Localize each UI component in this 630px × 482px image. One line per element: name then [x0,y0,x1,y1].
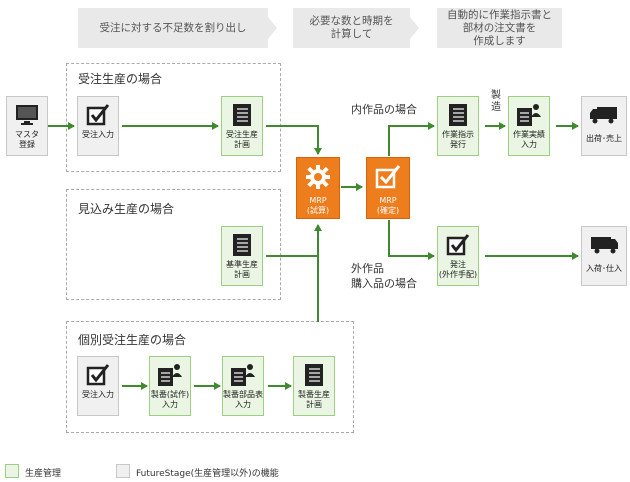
monitor-icon [15,102,39,128]
legend-gray-label: FutureStage(生産管理以外)の機能 [136,469,279,479]
serial-production-plan-label: 製番生産 計画 [298,390,330,409]
receiving-purchase-label: 入荷･仕入 [586,264,622,273]
master-registration-box[interactable]: マスタ 登録 [6,96,48,156]
document-icon [447,102,469,128]
internal-product-note: 内作品の場合 [351,103,417,116]
step-1-text: 受注に対する不足数を割り出し [99,21,247,34]
serial-parts-list-label: 製番部品表 入力 [223,390,263,409]
group-individual-title: 個別受注生産の場合 [78,333,187,347]
serial-trial-input-box[interactable]: 製番(試作) 入力 [149,356,191,416]
truck-icon [589,102,619,128]
group-forecast-title: 見込み生産の場合 [78,202,175,216]
order-input-label-2: 受注入力 [82,390,114,399]
step-3-text: 自動的に作業指示書と 部材の注文書を 作成します [447,8,552,47]
document-icon [303,362,325,388]
standard-production-plan-box[interactable]: 基準生産 計画 [221,226,263,286]
group-order [66,63,281,172]
checkbox-icon [446,232,470,258]
legend-gray-swatch [116,464,130,478]
step-1: 受注に対する不足数を割り出し [78,8,268,48]
legend-green-swatch [5,464,19,478]
order-input-label-1: 受注入力 [82,130,114,139]
mrp-fixed-label: MRP (確定) [376,196,400,215]
external-product-note: 外作品 購入品の場合 [351,262,417,290]
legend-green-label: 生産管理 [25,469,62,479]
checkbox-icon [86,102,110,128]
mrp-fixed-box[interactable]: MRP (確定) [366,157,410,219]
purchase-order-label: 発注 (外作手配) [438,260,478,279]
order-production-plan-label: 受注生産 計画 [226,130,258,149]
group-forecast [66,189,281,300]
master-registration-label: マスタ 登録 [15,130,39,149]
work-instruction-box[interactable]: 作業指示 発行 [437,96,479,156]
serial-production-plan-box[interactable]: 製番生産 計画 [293,356,335,416]
group-order-title: 受注生産の場合 [78,72,163,86]
work-instruction-label: 作業指示 発行 [442,130,474,149]
order-input-box-1[interactable]: 受注入力 [77,96,119,156]
document-person-icon [516,102,542,128]
work-result-box[interactable]: 作業実績 入力 [508,96,550,156]
group-individual [66,321,354,433]
step-arrow-icon [268,17,277,39]
standard-production-plan-label: 基準生産 計画 [226,260,258,279]
step-3: 自動的に作業指示書と 部材の注文書を 作成します [437,8,562,48]
serial-parts-list-box[interactable]: 製番部品表 入力 [222,356,264,416]
document-person-icon [157,362,183,388]
step-2-text: 必要な数と時期を 計算して [309,15,394,40]
receiving-purchase-box[interactable]: 入荷･仕入 [581,226,627,286]
document-icon [231,232,253,258]
document-icon [231,102,253,128]
manufacture-note: 製 造 [491,90,501,113]
document-person-icon [230,362,256,388]
gear-icon [305,164,331,194]
shipping-sales-label: 出荷･売上 [586,134,622,143]
serial-trial-input-label: 製番(試作) 入力 [150,390,190,409]
order-input-box-2[interactable]: 受注入力 [77,356,119,416]
shipping-sales-box[interactable]: 出荷･売上 [581,96,627,156]
step-arrow-icon [410,17,419,39]
purchase-order-box[interactable]: 発注 (外作手配) [437,226,479,286]
truck-icon [589,232,619,258]
checkbox-icon [86,362,110,388]
mrp-trial-box[interactable]: MRP (試算) [296,157,340,219]
step-2: 必要な数と時期を 計算して [293,8,410,48]
mrp-trial-label: MRP (試算) [306,196,330,215]
order-production-plan-box[interactable]: 受注生産 計画 [221,96,263,156]
work-result-label: 作業実績 入力 [513,130,545,149]
checkbox-icon [375,164,401,194]
